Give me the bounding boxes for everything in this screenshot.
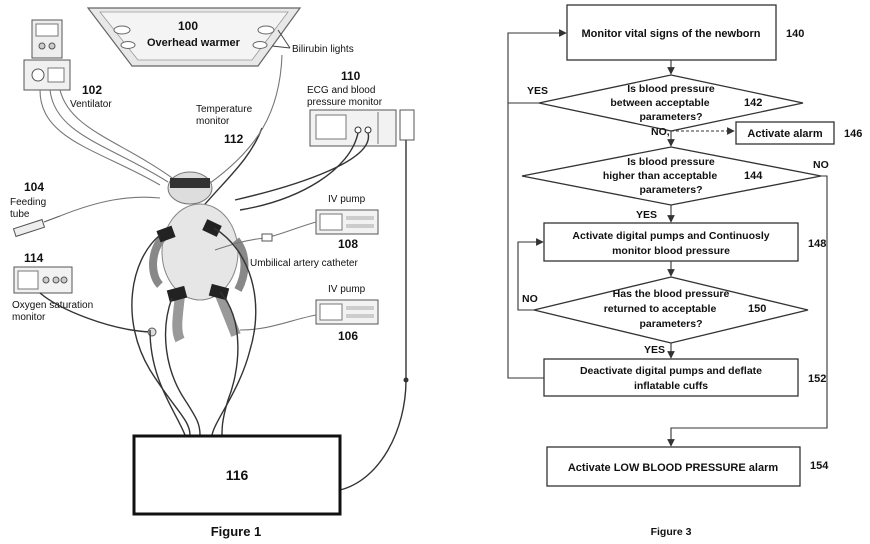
- ventilator: [23, 19, 71, 91]
- step-146-text: Activate alarm: [747, 128, 822, 140]
- step-140-box: [566, 4, 777, 61]
- step-148-line2: monitor blood pressure: [612, 245, 730, 257]
- yes-loop-142: [507, 29, 567, 104]
- iv-pump-106: [315, 299, 379, 325]
- cuff-wire-3: [211, 227, 257, 436]
- branch-no-150: NO: [522, 293, 538, 305]
- step-148-line1: Activate digital pumps and Continuosly: [572, 230, 769, 242]
- feeding-tube-number: 104: [24, 180, 44, 194]
- controller-116-box: [132, 434, 342, 516]
- cuff-wire-4: [219, 291, 239, 436]
- decision-144-line2: higher than acceptable: [603, 170, 718, 182]
- branch-yes-144: YES: [636, 209, 657, 221]
- decision-150-line1: Has the blood pressure: [613, 288, 730, 300]
- step-154-text: Activate LOW BLOOD PRESSURE alarm: [568, 462, 778, 474]
- iv-pump-106-number: 106: [338, 329, 358, 343]
- ecg-bp-monitor: [309, 109, 397, 147]
- decision-144-line1: Is blood pressure: [627, 156, 715, 168]
- bili-light-wire: [199, 54, 283, 191]
- sensor-wire-to-controller: [149, 329, 186, 436]
- ecg-label-line1: ECG and blood: [307, 85, 375, 96]
- warmer-number: 100: [178, 19, 198, 33]
- figure-1-caption: Figure 1: [211, 524, 262, 539]
- ventilator-tube-2: [49, 89, 169, 183]
- cuff-wire-2: [164, 297, 201, 436]
- decision-150-line2: returned to acceptable: [604, 303, 717, 315]
- step-140-text: Monitor vital signs of the newborn: [581, 28, 760, 40]
- temperature-label-line1: Temperature: [196, 104, 253, 115]
- controller-number: 116: [226, 467, 249, 483]
- oxygen-monitor-number: 114: [24, 251, 44, 265]
- branch-yes-142: YES: [527, 85, 548, 97]
- step-154-box: [546, 446, 801, 487]
- ventilator-tube-1: [39, 89, 161, 186]
- temperature-number: 112: [224, 132, 244, 146]
- feeding-tube-label-line2: tube: [10, 209, 30, 220]
- step-154-number: 154: [810, 460, 829, 472]
- syringe: [12, 215, 61, 238]
- temperature-label-line2: monitor: [196, 116, 230, 127]
- oxygen-sensor: [147, 327, 157, 337]
- overhead-warmer: [86, 7, 302, 67]
- umbilical-catheter-label: Umbilical artery catheter: [250, 258, 358, 269]
- newborn-figure: [149, 171, 249, 343]
- decision-142-line1: Is blood pressure: [627, 83, 715, 95]
- no-branch-144-arrow: [667, 175, 828, 447]
- decision-144-line3: parameters?: [639, 184, 702, 196]
- monitor-side-panel: [399, 109, 415, 141]
- step-148-number: 148: [808, 238, 826, 250]
- ecg-number: 110: [341, 69, 361, 83]
- step-152-box: [543, 358, 799, 397]
- step-140-number: 140: [786, 28, 804, 40]
- ecg-wire-1: [239, 132, 359, 211]
- figure-3-caption: Figure 3: [651, 526, 692, 538]
- figure-3-flowchart: Monitor vital signs of the newborn 140 I…: [507, 4, 862, 538]
- oxygen-monitor-label-line2: monitor: [12, 312, 46, 323]
- oxygen-sensor-wire: [39, 292, 151, 333]
- iv-line-106: [239, 314, 317, 331]
- oxygen-saturation-monitor: [13, 266, 73, 294]
- decision-142-number: 142: [744, 97, 762, 109]
- decision-150-number: 150: [748, 303, 766, 315]
- temperature-wire: [199, 127, 263, 211]
- ventilator-number: 102: [82, 83, 102, 97]
- ecg-label-line2: pressure monitor: [307, 97, 383, 108]
- monitor-to-controller-wire: [339, 125, 407, 491]
- return-loop-152: [507, 103, 544, 379]
- bilirubin-lights-label: Bilirubin lights: [292, 44, 354, 55]
- ecg-wire-2: [234, 132, 369, 201]
- decision-150-line3: parameters?: [639, 318, 702, 330]
- decision-142-line3: parameters?: [639, 111, 702, 123]
- step-152-number: 152: [808, 373, 826, 385]
- branch-yes-150: YES: [644, 344, 665, 356]
- branch-no-142: NO,: [651, 126, 670, 138]
- iv-pump-108: [315, 209, 379, 235]
- ventilator-tube-3: [59, 89, 176, 181]
- feeding-tube: [59, 196, 161, 217]
- iv-pump-108-number: 108: [338, 237, 358, 251]
- branch-no-144: NO: [813, 159, 829, 171]
- step-152-line1: Deactivate digital pumps and deflate: [580, 365, 762, 377]
- ventilator-label: Ventilator: [70, 99, 112, 110]
- decision-142-line2: between acceptable: [610, 97, 709, 109]
- decision-144-number: 144: [744, 170, 763, 182]
- iv-pump-108-label: IV pump: [328, 194, 366, 205]
- no-loop-150: [517, 238, 544, 311]
- step-146-box: [735, 121, 835, 145]
- warmer-label: Overhead warmer: [147, 37, 241, 49]
- catheter-connector: [261, 233, 273, 242]
- oxygen-monitor-label-line1: Oxygen saturation: [12, 300, 93, 311]
- iv-pump-106-label: IV pump: [328, 284, 366, 295]
- step-152-line2: inflatable cuffs: [634, 380, 708, 392]
- figure-1: 100 Overhead warmer Bilirubin lights 102…: [10, 7, 415, 539]
- step-148-box: [543, 222, 799, 262]
- feeding-tube-label-line1: Feeding: [10, 197, 46, 208]
- step-146-number: 146: [844, 128, 862, 140]
- cuff-wire-1: [131, 234, 191, 436]
